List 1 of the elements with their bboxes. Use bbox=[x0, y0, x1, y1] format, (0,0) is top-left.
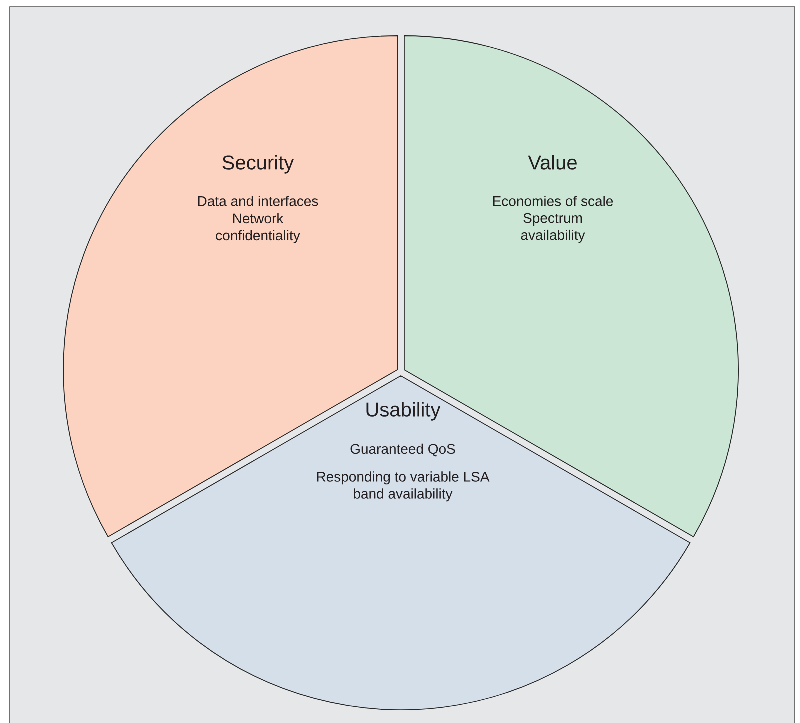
pie-sector: Usability Guaranteed QoS Responding to variable LSA band availability bbox=[111, 376, 691, 710]
